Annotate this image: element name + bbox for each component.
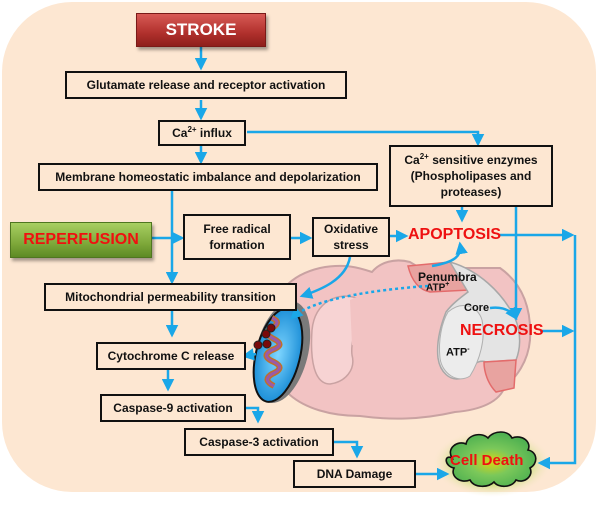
arrow-caspase3-to-dna — [333, 440, 364, 459]
brain-inner-fold — [350, 292, 411, 355]
arrow-penumbra-to-mitochondrion — [290, 284, 429, 320]
cytochrome-c-particle — [261, 329, 271, 339]
atp-plus-label: ATP+ — [426, 281, 450, 294]
cell-death-cloud — [432, 429, 552, 497]
free-radical-box: Free radical formation — [183, 214, 291, 260]
ca-influx-box: Ca2+ influx — [158, 120, 246, 146]
dna-damage-label: DNA Damage — [316, 467, 393, 481]
membrane-imbalance-box: Membrane homeostatic imbalance and depol… — [38, 163, 378, 191]
arrow-oxidative-to-mito — [299, 256, 352, 299]
glutamate-release-label: Glutamate release and receptor activatio… — [86, 78, 326, 92]
reperfusion-trigger: REPERFUSION — [10, 222, 152, 258]
cytochrome-c-label: Cytochrome C release — [107, 349, 235, 363]
core-label: Core — [464, 302, 490, 314]
penumbra-label: Penumbra — [418, 270, 477, 284]
mitochondrial-permeability-box: Mitochondrial permeability transition — [44, 283, 297, 311]
caspase-9-box: Caspase-9 activation — [100, 394, 246, 422]
dna-damage-box: DNA Damage — [293, 460, 416, 488]
brain-ventricle — [310, 295, 358, 385]
arrow-penumbra-to-apoptosis — [431, 241, 468, 268]
oxidative-stress-box: Oxidative stress — [312, 217, 390, 257]
stroke-trigger: STROKE — [136, 13, 266, 47]
cell-death-label: Cell Death — [450, 452, 524, 469]
oxidative-line-2: stress — [333, 238, 369, 252]
arrow-core-to-necrosis — [489, 306, 518, 321]
arrow-ca-to-enzymes — [247, 130, 485, 147]
arrow-bus-to-celldeath — [537, 235, 577, 470]
atp-minus-label: ATP- — [446, 346, 470, 359]
arrow-caspase9-to-caspase3 — [245, 406, 265, 424]
free-radical-line-1: Free radical — [203, 222, 271, 236]
cytochrome-c-particle — [262, 339, 272, 349]
cytochrome-c-particle — [266, 323, 276, 333]
apoptosis-label: APOPTOSIS — [408, 226, 502, 243]
enzymes-line-1: Ca2+ sensitive enzymes — [404, 152, 538, 168]
connectors — [152, 46, 577, 481]
ca-influx-label: Ca2+ influx — [172, 125, 232, 141]
membrane-imbalance-label: Membrane homeostatic imbalance and depol… — [55, 170, 361, 184]
penumbra-region-bottom — [483, 359, 517, 393]
enzymes-line-2: (Phospholipases and — [410, 169, 532, 183]
caspase-9-label: Caspase-9 activation — [113, 401, 233, 415]
caspase-3-label: Caspase-3 activation — [199, 435, 319, 449]
arrow-particles-to-cytochrome — [241, 348, 257, 361]
free-radical-line-2: formation — [209, 238, 265, 252]
cytochrome-c-particle — [253, 340, 263, 350]
mitochondrion-illustration — [252, 301, 311, 403]
enzymes-line-3: proteases) — [440, 185, 502, 199]
cytochrome-c-box: Cytochrome C release — [96, 342, 246, 370]
glutamate-release-box: Glutamate release and receptor activatio… — [65, 71, 347, 99]
ca-sensitive-enzymes-box: Ca2+ sensitive enzymes (Phospholipases a… — [389, 145, 553, 207]
core-inner-region — [439, 305, 484, 380]
necrosis-label: NECROSIS — [460, 322, 544, 339]
mitochondrial-permeability-label: Mitochondrial permeability transition — [65, 290, 276, 304]
oxidative-line-1: Oxidative — [323, 222, 379, 236]
brain-section — [273, 259, 532, 420]
caspase-3-box: Caspase-3 activation — [184, 428, 334, 456]
